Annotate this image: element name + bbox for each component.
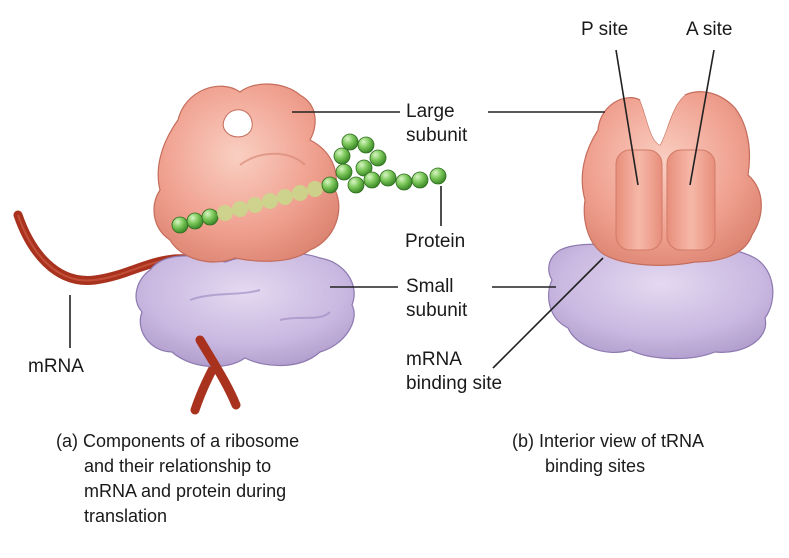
caption-a-line2: and their relationship to — [84, 456, 272, 476]
large-subunit-label-line1: Large — [406, 101, 455, 122]
p-site-label: P site — [581, 19, 629, 40]
a-site-channel — [666, 149, 716, 251]
a-site-label: A site — [686, 19, 733, 40]
small-subunit-shape — [135, 251, 355, 368]
large-subunit-shape — [153, 83, 340, 263]
caption-b-line1: (b) Interior view of tRNA — [512, 431, 705, 451]
small-subunit-label-line2: subunit — [406, 300, 468, 321]
large-subunit-label-line2: subunit — [406, 125, 468, 146]
protein-label: Protein — [405, 231, 466, 252]
caption-a-line1: (a) Components of a ribosome — [56, 431, 300, 451]
mrna-binding-site-label-line1: mRNA — [406, 349, 462, 370]
mrna-strand-front — [195, 335, 241, 410]
small-subunit-label-line1: Small — [406, 276, 454, 297]
p-site-channel — [615, 149, 663, 251]
caption-b-line2: binding sites — [545, 456, 646, 476]
leader-lines — [69, 49, 715, 369]
mrna-label: mRNA — [28, 356, 84, 377]
protein-chain — [171, 133, 447, 234]
mrna-binding-site-label-line2: binding site — [406, 373, 503, 394]
caption-a-line3: mRNA and protein during — [84, 481, 287, 501]
caption-a-line4: translation — [84, 506, 168, 526]
